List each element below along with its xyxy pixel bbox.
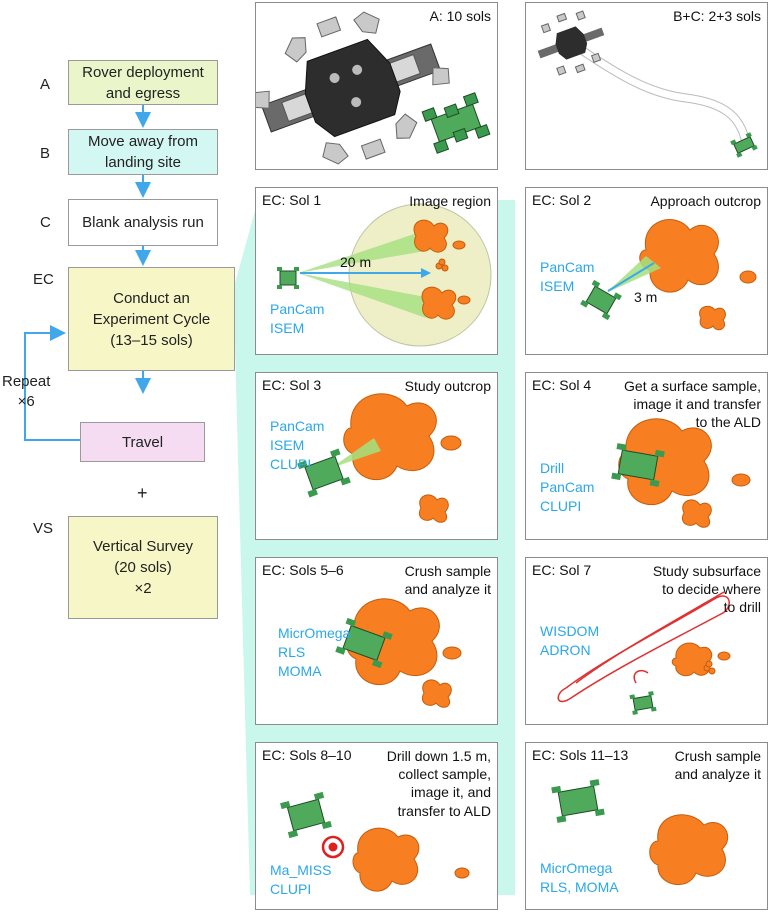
panel-sol56-title: EC: Sols 5–6 bbox=[262, 562, 344, 578]
panel-sol1113-illustration bbox=[551, 779, 729, 885]
step-rover-deployment-text: Rover deployment and egress bbox=[82, 63, 204, 102]
panel-sol3-illustration bbox=[297, 393, 462, 523]
panel-sol7-desc: Study subsurface to decide where to dril… bbox=[652, 563, 761, 616]
panel-sol4-title: EC: Sol 4 bbox=[532, 377, 592, 393]
panel-sol1-illustration bbox=[277, 203, 492, 347]
panel-bc-illustration bbox=[537, 10, 758, 158]
panel-a-illustration bbox=[256, 11, 491, 165]
panel-sol1-desc: Image region bbox=[409, 193, 491, 209]
panel-a: A: 10 sols bbox=[255, 2, 498, 170]
step-travel-text: Travel bbox=[121, 433, 164, 451]
panel-sol4-instruments: Drill PanCam CLUPI bbox=[540, 460, 595, 514]
panel-sol810-instruments: Ma_MISS CLUPI bbox=[270, 862, 332, 897]
panel-sol7-illustration bbox=[557, 591, 731, 715]
step-vertical-survey-text: Vertical Survey (20 sols) ×2 bbox=[92, 538, 194, 597]
panel-sol1-instruments: PanCam ISEM bbox=[270, 301, 325, 336]
step-blank-analysis-text: Blank analysis run bbox=[82, 214, 204, 231]
panel-sol56-desc: Crush sample and analyze it bbox=[404, 563, 491, 598]
panel-sol3-title: EC: Sol 3 bbox=[262, 377, 322, 393]
panel-sol1-title: EC: Sol 1 bbox=[262, 192, 322, 208]
flow-label-a: A bbox=[40, 76, 51, 93]
panel-sol2-desc: Approach outcrop bbox=[650, 193, 761, 209]
panel-sol1113-title: EC: Sols 11–13 bbox=[532, 747, 629, 763]
step-blank-analysis: Blank analysis run bbox=[68, 199, 218, 246]
panel-bc: B+C: 2+3 sols bbox=[525, 2, 768, 170]
panel-sol1113-desc: Crush sample and analyze it bbox=[674, 748, 761, 783]
panel-sol810-illustration bbox=[280, 791, 470, 892]
panel-sol2: EC: Sol 2 Approach outcrop 3 m PanCam IS… bbox=[525, 187, 768, 355]
flow-arrows bbox=[24, 104, 151, 441]
panel-sol7-title: EC: Sol 7 bbox=[532, 562, 592, 578]
panel-sol810-desc: Drill down 1.5 m, collect sample, image … bbox=[386, 748, 491, 819]
step-move-away: Move away from landing site bbox=[68, 129, 218, 175]
panel-sol1113-instruments: MicrOmega RLS, MOMA bbox=[540, 860, 619, 895]
panel-sol2-distance: 3 m bbox=[634, 289, 658, 305]
panel-sol3-desc: Study outcrop bbox=[404, 378, 491, 394]
panel-sol810-title: EC: Sols 8–10 bbox=[262, 747, 352, 763]
panel-sol1-distance: 20 m bbox=[340, 254, 372, 270]
step-vertical-survey: Vertical Survey (20 sols) ×2 bbox=[68, 516, 218, 619]
panel-sol7: EC: Sol 7 Study subsurface to decide whe… bbox=[525, 557, 768, 725]
flow-label-b: B bbox=[40, 145, 51, 162]
panel-sol4-illustration bbox=[611, 418, 751, 528]
panel-sol3: EC: Sol 3 Study outcrop PanCam ISEM CLUP… bbox=[255, 372, 498, 540]
step-move-away-text: Move away from landing site bbox=[87, 133, 199, 171]
step-travel: Travel bbox=[80, 422, 205, 462]
plus-sign: + bbox=[137, 483, 148, 503]
panel-sol56-instruments: MicrOmega RLS MOMA bbox=[278, 625, 351, 679]
panel-sol1: EC: Sol 1 Image region 20 m PanCam ISEM bbox=[255, 187, 498, 355]
panel-sol2-instruments: PanCam ISEM bbox=[540, 259, 595, 294]
panel-sol7-instruments: WISDOM ADRON bbox=[540, 623, 600, 658]
panel-sol2-illustration bbox=[580, 219, 757, 331]
flow-label-c: C bbox=[40, 214, 51, 231]
panel-sol3-instruments: PanCam ISEM CLUPI bbox=[270, 418, 325, 472]
panel-a-title: A: 10 sols bbox=[429, 8, 491, 24]
repeat-label: Repeat ×6 bbox=[2, 373, 51, 410]
panel-sol810: EC: Sols 8–10 Drill down 1.5 m, collect … bbox=[255, 742, 498, 910]
panel-sol4-desc: Get a surface sample, image it and trans… bbox=[624, 378, 761, 431]
panel-sol56: EC: Sols 5–6 Crush sample and analyze it… bbox=[255, 557, 498, 725]
panel-sol4: EC: Sol 4 Get a surface sample, image it… bbox=[525, 372, 768, 540]
step-experiment-cycle-text: Conduct an Experiment Cycle (13–15 sols) bbox=[92, 289, 211, 349]
step-experiment-cycle: Conduct an Experiment Cycle (13–15 sols) bbox=[68, 267, 235, 371]
panel-sol56-illustration bbox=[335, 598, 462, 708]
flow-label-ec: EC bbox=[33, 271, 54, 288]
panel-bc-title: B+C: 2+3 sols bbox=[673, 8, 761, 24]
panel-sol2-title: EC: Sol 2 bbox=[532, 192, 592, 208]
step-rover-deployment: Rover deployment and egress bbox=[68, 60, 218, 105]
panel-sol1113: EC: Sols 11–13 Crush sample and analyze … bbox=[525, 742, 768, 910]
flow-label-vs: VS bbox=[33, 520, 54, 537]
